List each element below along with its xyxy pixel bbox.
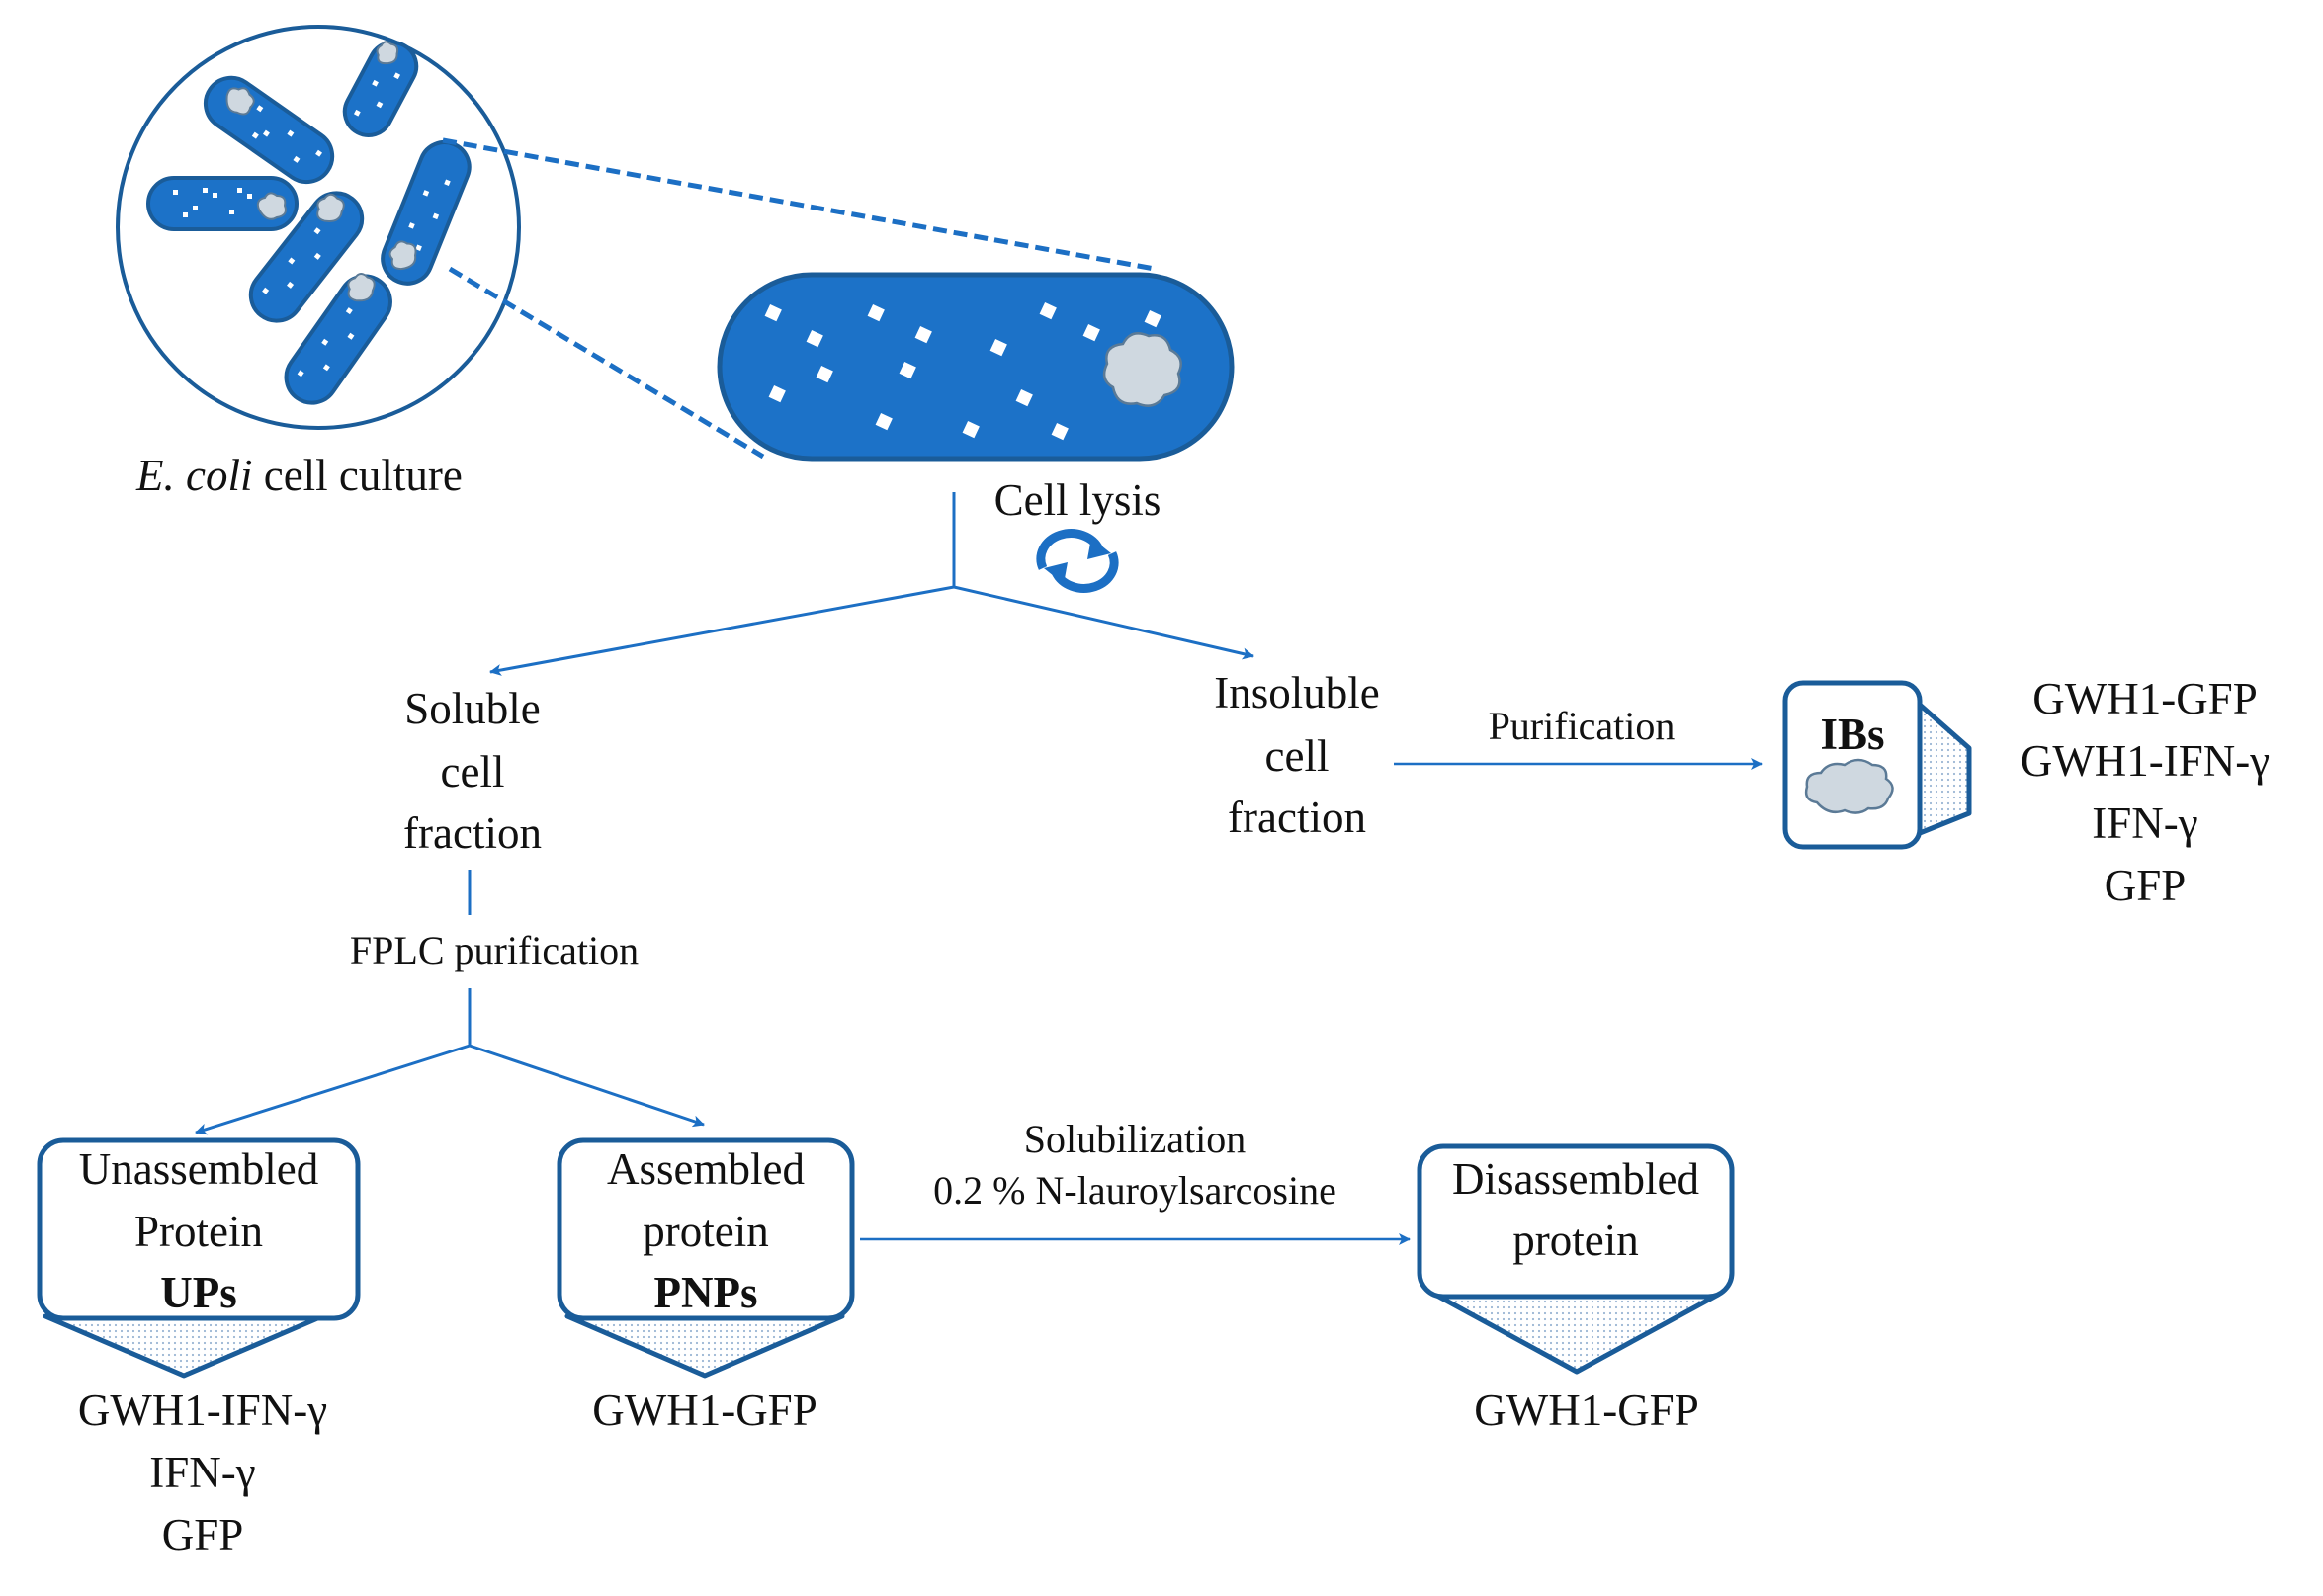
cell-lysis-label: Cell lysis <box>994 475 1162 525</box>
ecoli-culture <box>116 25 521 430</box>
zoom-line-bottom <box>448 266 765 460</box>
ups-products: GWH1-IFN-γ IFN-γ GFP <box>78 1386 327 1559</box>
solubilization-line2: 0.2 % N-lauroylsarcosine <box>933 1168 1336 1213</box>
ibs-products: GWH1-GFP GWH1-IFN-γ IFN-γ GFP <box>2021 674 2270 910</box>
pnps-box: Assembled protein PNPs <box>557 1137 855 1379</box>
culture-label: E. coli cell culture <box>135 451 463 500</box>
inclusion-body-aggregate <box>1102 332 1182 407</box>
svg-text:Soluble: Soluble <box>404 684 541 733</box>
svg-text:fraction: fraction <box>1228 793 1366 842</box>
ibs-box: IBs <box>1782 680 1972 850</box>
to-soluble-arrow <box>489 585 955 676</box>
soluble-fraction-label: Soluble cell fraction <box>403 684 542 858</box>
bacterium-large <box>717 272 1235 462</box>
culture-label-rest: cell culture <box>252 451 462 500</box>
disassembled-product: GWH1-GFP <box>1474 1386 1699 1435</box>
svg-text:Assembled: Assembled <box>607 1144 805 1194</box>
svg-text:Insoluble: Insoluble <box>1214 668 1379 717</box>
ups-box: Unassembled Protein UPs <box>37 1137 361 1379</box>
cycle-arrows-icon <box>1036 529 1119 593</box>
to-ups-arrow <box>195 1044 471 1135</box>
svg-text:GWH1-IFN-γ: GWH1-IFN-γ <box>78 1386 327 1435</box>
svg-text:GWH1-GFP: GWH1-GFP <box>2032 674 2258 723</box>
zoom-line-top <box>442 137 1156 272</box>
ups-abbr: UPs <box>160 1268 237 1317</box>
svg-text:fraction: fraction <box>403 808 542 858</box>
svg-text:IFN-γ: IFN-γ <box>2092 798 2197 848</box>
svg-text:GWH1-IFN-γ: GWH1-IFN-γ <box>2021 736 2270 786</box>
svg-text:Protein: Protein <box>134 1207 263 1256</box>
pnps-abbr: PNPs <box>654 1268 758 1317</box>
svg-text:protein: protein <box>643 1207 768 1256</box>
svg-text:cell: cell <box>1265 731 1330 781</box>
svg-text:IFN-γ: IFN-γ <box>149 1448 255 1497</box>
svg-text:GFP: GFP <box>2105 861 2187 910</box>
bacterium-cell <box>342 41 419 137</box>
bacterium-cell <box>203 75 335 185</box>
bacterium-cell <box>146 176 299 231</box>
disassembled-box: Disassembled protein <box>1417 1143 1735 1375</box>
pnps-product: GWH1-GFP <box>592 1386 817 1435</box>
svg-text:GFP: GFP <box>162 1510 244 1559</box>
solubilization-line1: Solubilization <box>1024 1117 1246 1161</box>
cloud-aggregate-icon <box>1804 758 1894 814</box>
bacterium-cell <box>248 191 365 323</box>
purification-label: Purification <box>1489 704 1676 748</box>
to-insoluble-arrow <box>953 585 1254 660</box>
svg-text:cell: cell <box>441 747 505 797</box>
bacterium-cell <box>284 273 392 405</box>
fplc-label: FPLC purification <box>350 928 639 972</box>
ibs-title: IBs <box>1820 710 1884 759</box>
svg-text:Unassembled: Unassembled <box>79 1144 318 1194</box>
svg-text:Disassembled: Disassembled <box>1452 1154 1699 1204</box>
culture-label-italic: E. coli <box>135 451 252 500</box>
to-pnps-arrow <box>469 1044 705 1128</box>
svg-text:protein: protein <box>1512 1216 1638 1265</box>
insoluble-fraction-label: Insoluble cell fraction <box>1214 668 1379 842</box>
